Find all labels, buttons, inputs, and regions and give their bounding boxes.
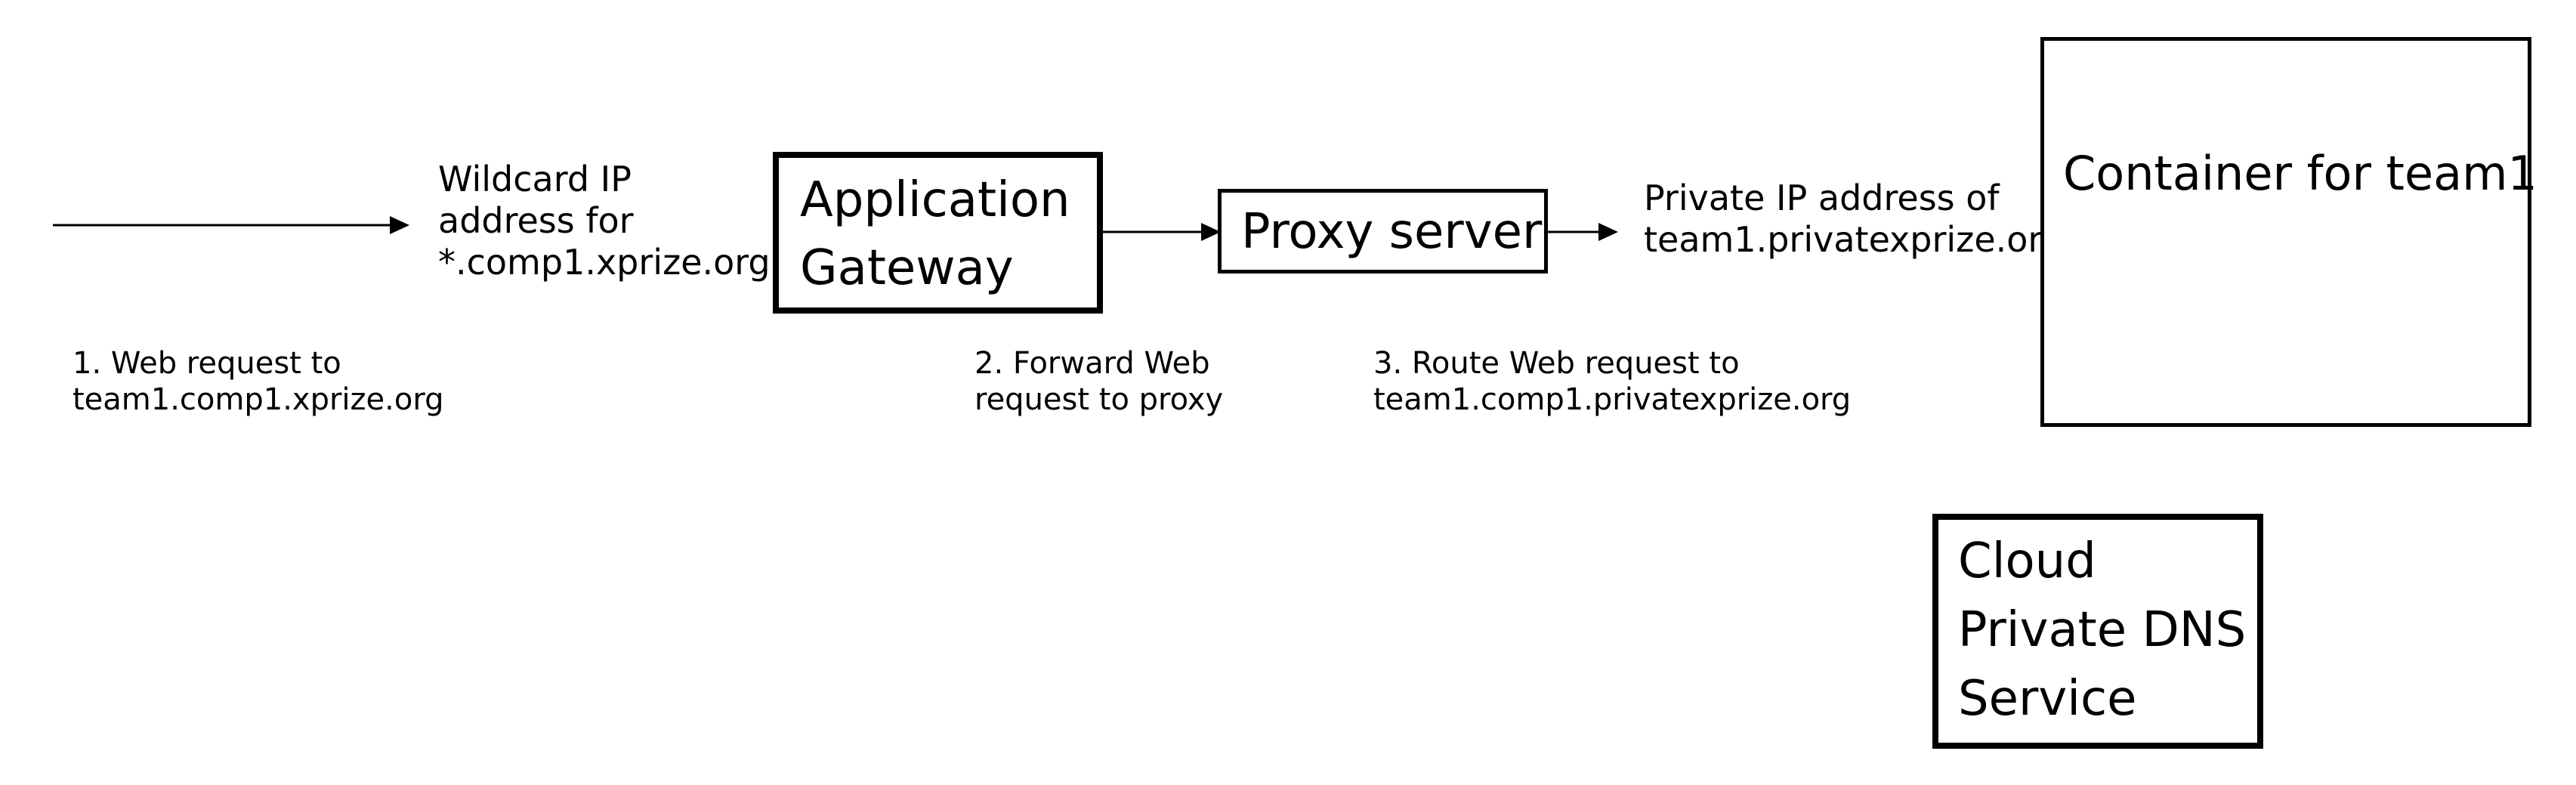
wildcard-ip-line-3: *.comp1.xprize.org (438, 242, 771, 283)
step1-caption: 1. Web request to team1.comp1.xprize.org (73, 345, 443, 418)
step2-line-2: request to proxy (974, 382, 1224, 417)
proxy-to-private-ip-arrow (1548, 223, 1618, 241)
wildcard-ip-label: Wildcard IP address for *.comp1.xprize.o… (438, 159, 771, 284)
private-ip-line-1: Private IP address of (1644, 178, 2000, 218)
step1-line-1: 1. Web request to (73, 346, 341, 381)
application-gateway-line-1: Application (800, 172, 1070, 228)
application-gateway-box: Application Gateway (773, 152, 1103, 314)
proxy-server-label: Proxy server (1241, 204, 1543, 260)
private-ip-label: Private IP address of team1.privatexpriz… (1644, 178, 2064, 261)
gateway-to-proxy-arrow (1103, 223, 1221, 241)
step3-caption: 3. Route Web request to team1.comp1.priv… (1373, 345, 1851, 418)
container-team1-label: Container for team1 (2063, 145, 2537, 201)
step3-line-2: team1.comp1.privatexprize.org (1373, 382, 1852, 417)
step2-line-1: 2. Forward Web (974, 346, 1210, 381)
cloud-private-dns-line-2: Private DNS (1958, 601, 2247, 658)
wildcard-ip-line-2: address for (438, 200, 634, 242)
step3-line-1: 3. Route Web request to (1373, 346, 1740, 381)
application-gateway-label: Application Gateway (800, 167, 1070, 302)
cloud-private-dns-label: Cloud Private DNS Service (1958, 527, 2246, 734)
proxy-server-box: Proxy server (1218, 189, 1548, 274)
incoming-request-arrow (53, 216, 409, 234)
cloud-private-dns-line-1: Cloud (1958, 533, 2096, 589)
cloud-private-dns-line-3: Service (1958, 670, 2137, 727)
private-ip-line-2: team1.privatexprize.org (1644, 219, 2064, 261)
step1-line-2: team1.comp1.xprize.org (73, 382, 444, 417)
step2-caption: 2. Forward Web request to proxy (974, 345, 1223, 418)
wildcard-ip-line-1: Wildcard IP (438, 159, 632, 199)
application-gateway-line-2: Gateway (800, 240, 1014, 296)
container-team1-box: Container for team1 (2040, 37, 2537, 427)
cloud-private-dns-box: Cloud Private DNS Service (1932, 514, 2263, 749)
